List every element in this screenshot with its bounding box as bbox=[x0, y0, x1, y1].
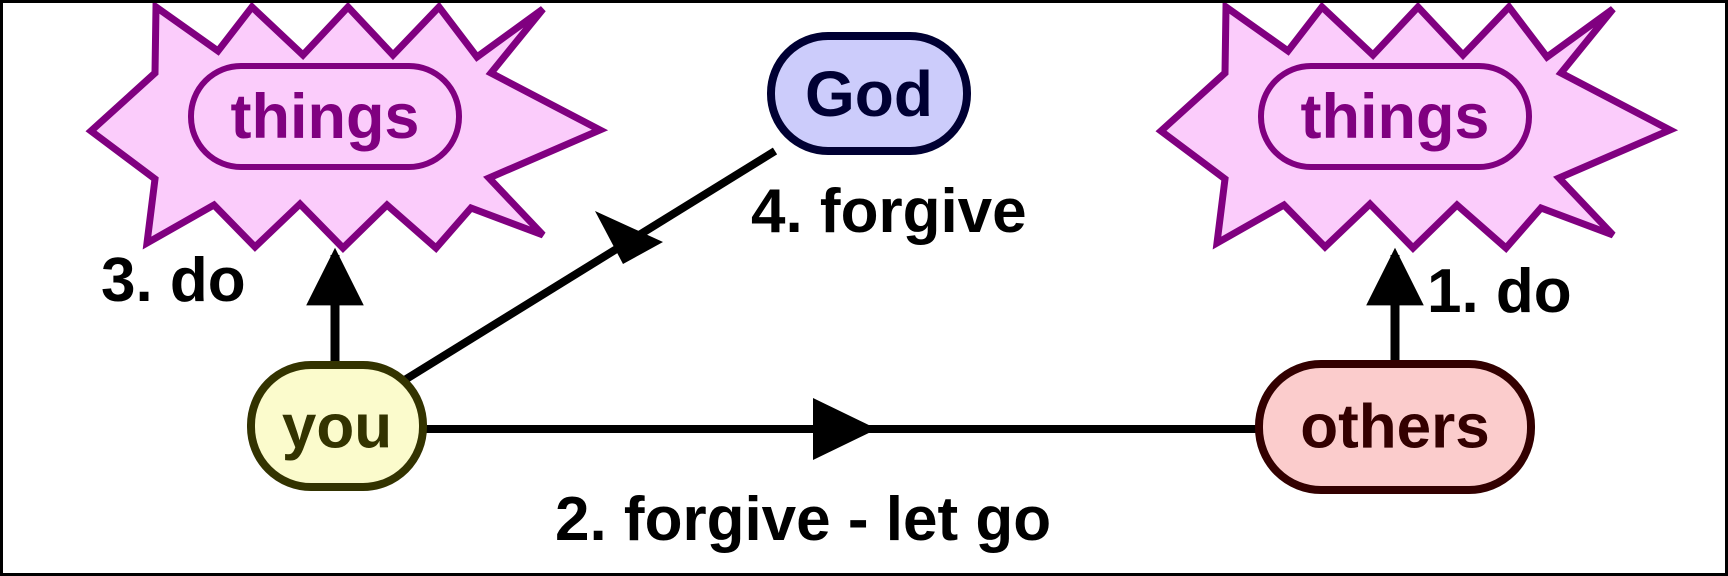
edge-4-forgive-arrow bbox=[400, 147, 778, 385]
things-right-pill bbox=[1258, 63, 1532, 170]
node-things-right[interactable]: things bbox=[1155, 3, 1679, 253]
arrow-you-to-god-line bbox=[400, 147, 778, 385]
things-left-label: things bbox=[231, 82, 420, 152]
things-right-label: things bbox=[1301, 82, 1490, 152]
arrow-you-to-others-head bbox=[813, 398, 877, 460]
others-label: others bbox=[1300, 393, 1489, 462]
node-you[interactable]: you bbox=[247, 361, 427, 491]
you-bubble bbox=[247, 361, 427, 491]
edge-label-1-do: 1. do bbox=[1427, 257, 1572, 326]
arrow-you-to-god-head bbox=[595, 211, 663, 264]
diagram-svg: things things God bbox=[85, 3, 1679, 494]
edge-label-3-do: 3. do bbox=[101, 246, 246, 315]
god-label: God bbox=[805, 58, 933, 130]
you-label: you bbox=[282, 393, 392, 462]
things-left-pill bbox=[188, 63, 462, 170]
edge-2-forgive-letgo-arrow bbox=[421, 398, 1261, 460]
node-things-left[interactable]: things bbox=[85, 3, 609, 253]
node-god[interactable]: God bbox=[767, 32, 971, 155]
edge-label-4-forgive: 4. forgive bbox=[751, 177, 1027, 246]
others-bubble bbox=[1255, 360, 1535, 494]
god-bubble bbox=[767, 32, 971, 155]
edge-label-2-forgive-let-go: 2. forgive - let go bbox=[555, 485, 1052, 554]
node-others[interactable]: others bbox=[1255, 360, 1535, 494]
